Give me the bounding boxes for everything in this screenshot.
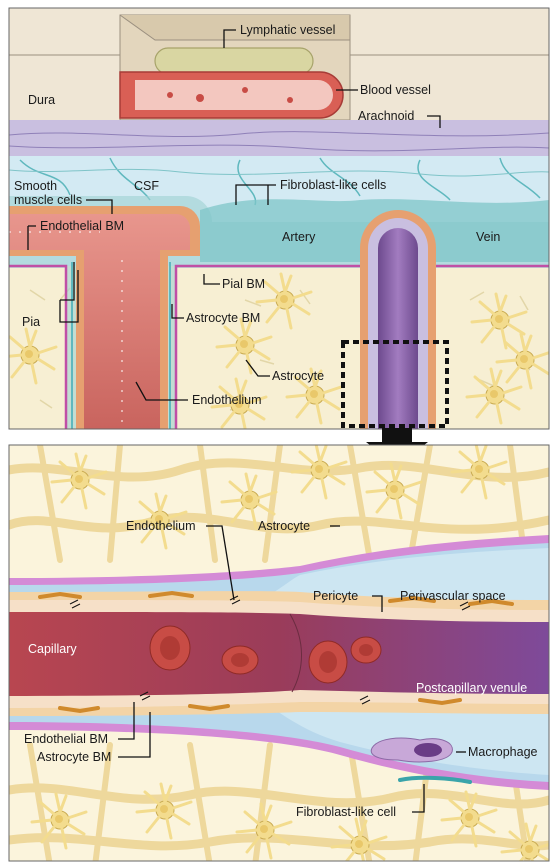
label-astrocyte-bm-bottom: Astrocyte BM [37,750,111,764]
label-vein: Vein [476,230,500,244]
label-perivascular-space: Perivascular space [400,589,506,603]
label-arachnoid: Arachnoid [358,109,414,123]
label-dura: Dura [28,93,55,107]
label-capillary: Capillary [28,642,77,656]
label-endothelium-bottom: Endothelium [126,519,196,533]
arachnoid-layer [9,120,549,156]
label-postcapillary-venule: Postcapillary venule [416,681,527,695]
label-lymphatic-vessel: Lymphatic vessel [240,23,335,37]
label-macrophage: Macrophage [468,745,538,759]
label-fibroblast-like-cells: Fibroblast-like cells [280,178,386,192]
label-endothelium-top: Endothelium [192,393,262,407]
label-artery: Artery [282,230,316,244]
label-fibroblast-like-cell: Fibroblast-like cell [296,805,396,819]
label-smooth-line1: Smooth [14,179,57,193]
label-blood-vessel: Blood vessel [360,83,431,97]
label-astrocyte-bottom: Astrocyte [258,519,310,533]
vein [360,210,436,429]
label-smooth-line2: muscle cells [14,193,82,207]
label-astrocyte-top: Astrocyte [272,369,324,383]
label-pericyte: Pericyte [313,589,358,603]
label-pia: Pia [22,315,40,329]
label-csf: CSF [134,179,159,193]
lymphatic-vessel [155,48,313,74]
label-endothelial-bm-bottom: Endothelial BM [24,732,108,746]
macrophage-cell [371,738,452,762]
bottom-panel [9,444,556,866]
label-astrocyte-bm-top: Astrocyte BM [186,311,260,325]
label-endothelial-bm-top: Endothelial BM [40,219,124,233]
dural-blood-vessel [120,72,343,118]
label-pial-bm: Pial BM [222,277,265,291]
